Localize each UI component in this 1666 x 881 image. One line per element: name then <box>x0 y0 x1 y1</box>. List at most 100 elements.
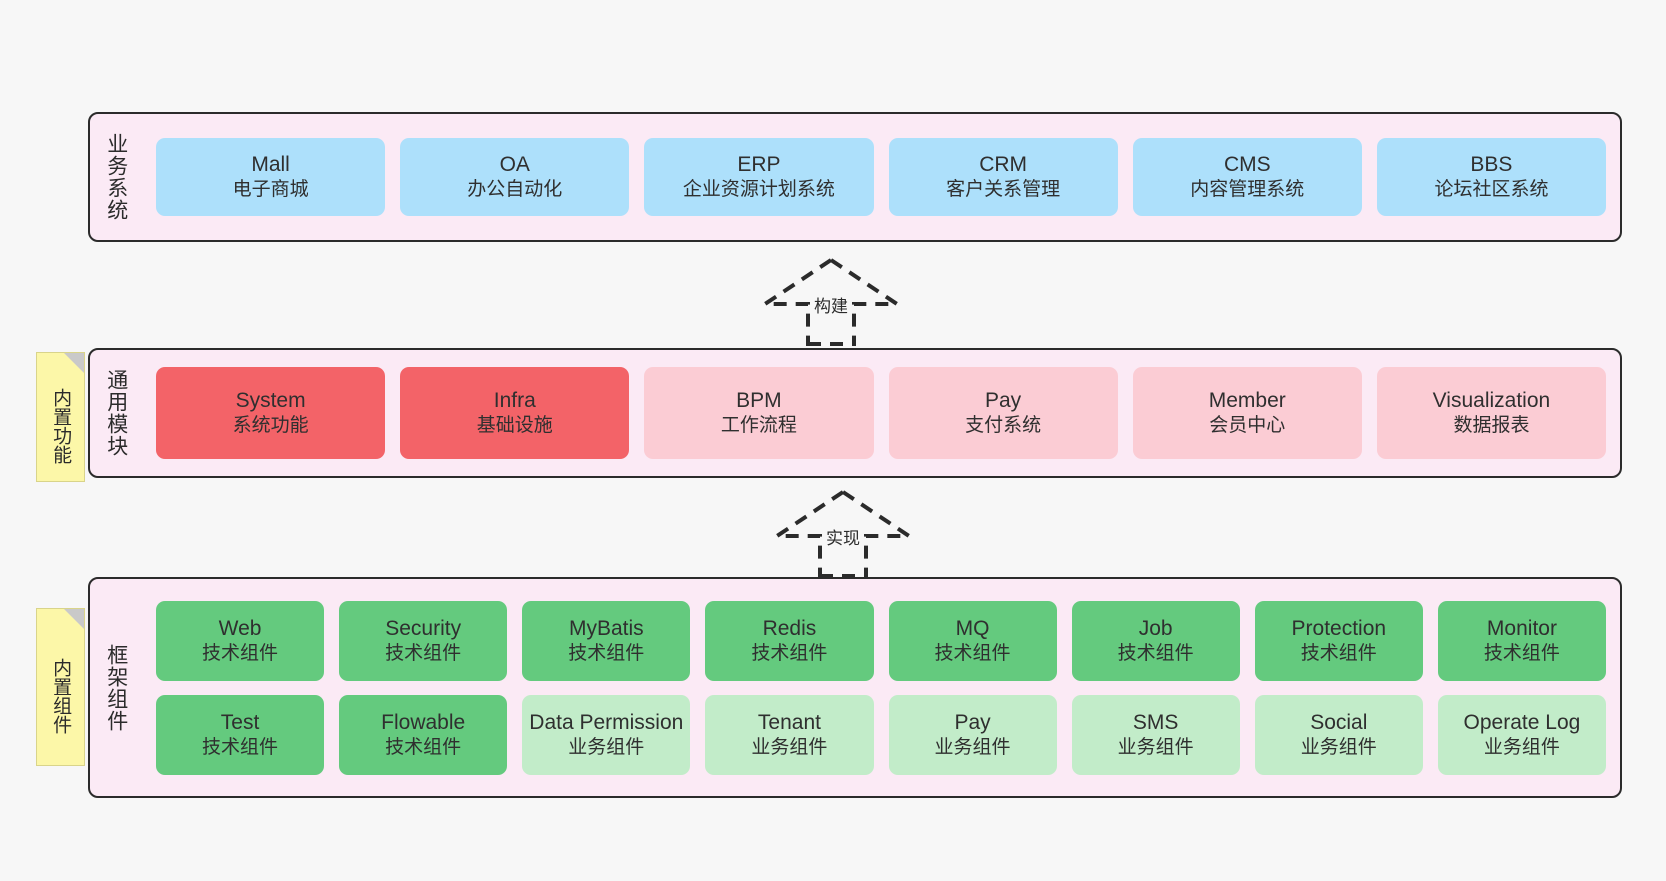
note-label: 内置组件 <box>50 658 72 734</box>
card-operate-log[interactable]: Operate Log 业务组件 <box>1437 694 1606 775</box>
card-title: Pay <box>985 389 1022 412</box>
card-subtitle: 基础设施 <box>476 415 553 437</box>
card-cms[interactable]: CMS 内容管理系统 <box>1132 138 1362 216</box>
layer-common-module: 通用模块 System 系统功能 Infra 基础设施 BPM 工作流程 Pay… <box>88 348 1622 478</box>
arrow-build-label: 构建 <box>814 297 848 316</box>
arrow-implement: 实现 <box>768 490 918 578</box>
layer-title-business-system: 业务系统 <box>104 133 128 221</box>
card-title: Protection <box>1291 616 1387 640</box>
card-title: OA <box>499 153 530 176</box>
card-erp[interactable]: ERP 企业资源计划系统 <box>644 138 874 216</box>
card-oa[interactable]: OA 办公自动化 <box>400 138 630 216</box>
card-subtitle: 系统功能 <box>232 415 309 437</box>
card-subtitle: 办公自动化 <box>467 179 563 201</box>
card-system[interactable]: System 系统功能 <box>156 367 386 459</box>
card-redis[interactable]: Redis 技术组件 <box>705 600 874 681</box>
card-title: MQ <box>955 616 990 640</box>
card-subtitle: 技术组件 <box>202 736 279 758</box>
generalization-arrow-icon <box>770 490 916 578</box>
card-title: Test <box>220 710 260 734</box>
card-bpm[interactable]: BPM 工作流程 <box>644 367 874 459</box>
note-builtin-component: 内置组件 <box>36 608 85 766</box>
layer-title-framework-component: 框架组件 <box>104 643 128 732</box>
note-label: 内置功能 <box>50 388 72 464</box>
card-subtitle: 业务组件 <box>568 736 645 758</box>
card-bbs[interactable]: BBS 论坛社区系统 <box>1376 138 1607 216</box>
card-infra[interactable]: Infra 基础设施 <box>400 367 630 459</box>
card-title: CMS <box>1223 153 1271 176</box>
card-visualization[interactable]: Visualization 数据报表 <box>1376 367 1607 459</box>
card-subtitle: 会员中心 <box>1209 415 1286 437</box>
card-title: Mall <box>251 153 290 176</box>
card-pay-module[interactable]: Pay 支付系统 <box>888 367 1118 459</box>
card-title: CRM <box>979 153 1028 176</box>
card-subtitle: 客户关系管理 <box>946 179 1061 201</box>
card-title: System <box>235 389 306 412</box>
layer-title-common-module: 通用模块 <box>104 369 128 457</box>
card-title: Tenant <box>757 710 821 734</box>
card-security[interactable]: Security 技术组件 <box>339 600 508 681</box>
card-title: Operate Log <box>1463 710 1581 734</box>
layer-body-framework-component: Web 技术组件 Security 技术组件 MyBatis 技术组件 Redi… <box>142 579 1620 796</box>
card-title: Web <box>218 616 262 640</box>
card-title: Security <box>385 616 462 640</box>
card-title: Job <box>1138 616 1173 640</box>
card-mybatis[interactable]: MyBatis 技术组件 <box>522 600 691 681</box>
layer-business-system: 业务系统 Mall 电子商城 OA 办公自动化 ERP 企业资源计划系统 CRM… <box>88 112 1622 242</box>
card-subtitle: 论坛社区系统 <box>1434 179 1549 201</box>
card-subtitle: 内容管理系统 <box>1190 179 1305 201</box>
card-title: Data Permission <box>529 710 684 734</box>
card-flowable[interactable]: Flowable 技术组件 <box>339 694 508 775</box>
card-title: MyBatis <box>568 616 644 640</box>
card-title: Visualization <box>1432 389 1551 412</box>
card-mall[interactable]: Mall 电子商城 <box>156 138 386 216</box>
card-subtitle: 技术组件 <box>1117 642 1194 664</box>
card-data-permission[interactable]: Data Permission 业务组件 <box>522 694 691 775</box>
layer-body-business-system: Mall 电子商城 OA 办公自动化 ERP 企业资源计划系统 CRM 客户关系… <box>142 114 1620 240</box>
framework-row-business: Test 技术组件 Flowable 技术组件 Data Permission … <box>156 694 1606 775</box>
card-subtitle: 技术组件 <box>934 642 1011 664</box>
card-sms[interactable]: SMS 业务组件 <box>1071 694 1240 775</box>
card-subtitle: 业务组件 <box>1300 736 1377 758</box>
card-subtitle: 企业资源计划系统 <box>682 179 835 201</box>
note-builtin-function: 内置功能 <box>36 352 85 482</box>
card-subtitle: 业务组件 <box>1117 736 1194 758</box>
card-title: BPM <box>736 389 782 412</box>
arrow-build: 构建 <box>756 258 906 346</box>
card-subtitle: 技术组件 <box>751 642 828 664</box>
card-job[interactable]: Job 技术组件 <box>1071 600 1240 681</box>
card-subtitle: 业务组件 <box>934 736 1011 758</box>
card-member[interactable]: Member 会员中心 <box>1132 367 1362 459</box>
card-title: Infra <box>493 389 536 412</box>
card-title: Pay <box>954 710 991 734</box>
layer-body-common-module: System 系统功能 Infra 基础设施 BPM 工作流程 Pay 支付系统… <box>142 350 1620 476</box>
card-mq[interactable]: MQ 技术组件 <box>888 600 1057 681</box>
card-crm[interactable]: CRM 客户关系管理 <box>888 138 1118 216</box>
card-title: Social <box>1310 710 1368 734</box>
card-pay-component[interactable]: Pay 业务组件 <box>888 694 1057 775</box>
card-title: Member <box>1208 389 1286 412</box>
card-subtitle: 业务组件 <box>751 736 828 758</box>
card-subtitle: 支付系统 <box>965 415 1042 437</box>
card-title: Redis <box>762 616 817 640</box>
card-subtitle: 技术组件 <box>202 642 279 664</box>
note-fold-corner-icon <box>64 609 84 629</box>
card-title: Monitor <box>1486 616 1557 640</box>
card-test[interactable]: Test 技术组件 <box>156 694 325 775</box>
card-monitor[interactable]: Monitor 技术组件 <box>1437 600 1606 681</box>
card-subtitle: 数据报表 <box>1453 415 1530 437</box>
card-subtitle: 技术组件 <box>385 736 462 758</box>
card-title: Flowable <box>381 710 466 734</box>
card-subtitle: 技术组件 <box>1483 642 1560 664</box>
arrow-implement-label: 实现 <box>826 529 860 548</box>
layer-framework-component: 框架组件 Web 技术组件 Security 技术组件 MyBatis 技术组件… <box>88 577 1622 798</box>
card-protection[interactable]: Protection 技术组件 <box>1254 600 1423 681</box>
card-web[interactable]: Web 技术组件 <box>156 600 325 681</box>
card-social[interactable]: Social 业务组件 <box>1254 694 1423 775</box>
card-tenant[interactable]: Tenant 业务组件 <box>705 694 874 775</box>
framework-row-technical: Web 技术组件 Security 技术组件 MyBatis 技术组件 Redi… <box>156 600 1606 681</box>
card-subtitle: 电子商城 <box>232 179 309 201</box>
card-title: ERP <box>737 153 781 176</box>
generalization-arrow-icon <box>758 258 904 346</box>
